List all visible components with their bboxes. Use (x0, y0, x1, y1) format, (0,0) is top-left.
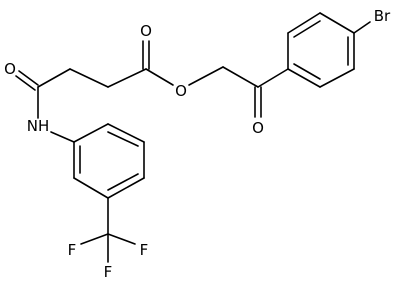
atom-o-amide: O (4, 60, 16, 78)
bond-phenyl-2 (107, 123, 145, 143)
bond-bromophenyl-inner-a (293, 20, 321, 38)
atom-o-ester: O (175, 82, 187, 100)
atom-f-bottom: F (104, 263, 113, 281)
bond-co-amide-a (18, 70, 39, 86)
atom-o-ester-carbonyl: O (140, 22, 152, 40)
bond-amide-c-ch2 (37, 68, 71, 88)
bond-ch2-ester-c (107, 68, 147, 88)
bond-phenyl-1 (73, 123, 109, 143)
bond-phenyl-inner-b (107, 173, 139, 191)
bond-c-f-left (80, 233, 109, 245)
bond-bromophenyl-5 (319, 68, 355, 88)
bond-phenyl-inner-a (107, 131, 139, 147)
bond-ch2-ketone-c (222, 66, 259, 88)
bond-ketone-c-ring (257, 68, 289, 88)
bond-bromophenyl-2 (287, 12, 321, 34)
bonds (15, 12, 371, 263)
atom-br: Br (374, 7, 391, 25)
atom-labels: O NH O O O Br F F F (4, 7, 391, 281)
bond-bromophenyl-6 (287, 68, 321, 88)
bond-co-amide-b (15, 75, 36, 91)
bond-n-ring (50, 131, 75, 143)
bond-ch2-ch2 (69, 68, 109, 88)
bond-bromophenyl-3 (319, 12, 355, 34)
bond-phenyl-4 (107, 177, 145, 199)
bond-bromophenyl-inner-c (293, 63, 321, 80)
bond-phenyl-5 (73, 177, 109, 199)
bond-ester-c-o (145, 68, 174, 86)
bond-o-ch2 (188, 66, 224, 86)
atom-nh: NH (27, 117, 50, 135)
bond-c-f-right (107, 233, 136, 245)
bond-c-br (353, 21, 371, 34)
atom-f-right: F (140, 241, 149, 259)
atom-f-left: F (68, 241, 77, 259)
atom-o-ketone: O (252, 119, 264, 137)
